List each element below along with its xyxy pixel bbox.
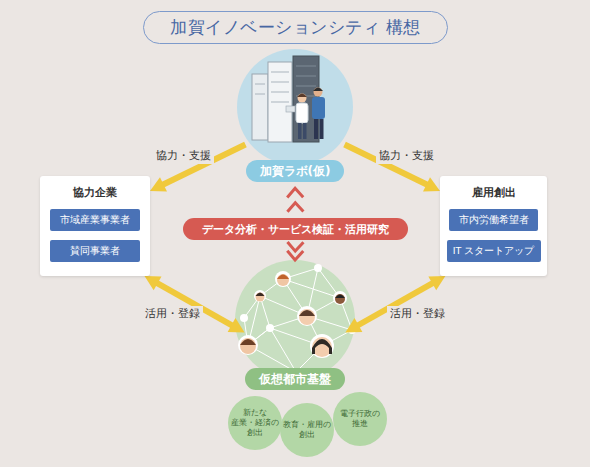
btn-text: 市内労働希望者 [459, 214, 529, 227]
arrow-connector [145, 276, 245, 332]
lab-node: 加賀ラボ(仮) [236, 48, 354, 182]
band-text: データ分析・サービス検証・活用研究 [202, 222, 389, 237]
btn-text: IT スタートアップ [453, 245, 535, 258]
chevron [287, 242, 303, 251]
arrow-head [150, 177, 167, 191]
chevron-connector [287, 242, 303, 260]
title-box: 加賀イノベーションシティ 構想 [143, 11, 448, 44]
edge-label: 活用・登録 [142, 306, 203, 322]
title-text: 加賀イノベーションシティ 構想 [170, 16, 421, 39]
chevron-connector [287, 188, 303, 212]
network-circle [235, 260, 355, 380]
arrow-head [423, 177, 440, 191]
goal-circle: 電子行政の 推進 [333, 392, 387, 446]
arrow-head [428, 276, 445, 290]
chevron [287, 203, 303, 212]
bubble-text: 新たな 産業・経済の 創出 [230, 408, 280, 438]
network-lines [244, 268, 352, 372]
button-box: 市域産業事業者 [50, 209, 140, 231]
button-box: 賛同事業者 [50, 240, 140, 262]
arrow-head [228, 318, 245, 332]
arrow-connector [345, 276, 445, 332]
edge-label: 協力・支援 [376, 148, 437, 164]
panel-text: 雇用創出 [440, 185, 547, 200]
bubble-text: 電子行政の 推進 [335, 409, 385, 429]
panel-text: 協力企業 [40, 185, 150, 200]
lab-text: 加賀ラボ(仮) [246, 160, 345, 182]
edge-label: 協力・支援 [153, 148, 214, 164]
activity-band: データ分析・サービス検証・活用研究 [183, 218, 408, 240]
button-box: IT スタートアップ [447, 240, 541, 262]
lab-circle [237, 49, 353, 165]
arrow-connector [150, 144, 245, 191]
chevron [287, 251, 303, 260]
button-box: 市内労働希望者 [449, 209, 538, 231]
chevron [287, 188, 303, 197]
edge-label: 活用・登録 [387, 306, 448, 322]
goal-circle: 新たな 産業・経済の 創出 [228, 396, 282, 450]
arrow-head [145, 276, 162, 290]
arrow-connector [345, 144, 440, 191]
server-racks [252, 56, 319, 142]
btn-text: 市域産業事業者 [60, 214, 130, 227]
network-faces [238, 264, 356, 376]
net-text: 仮想都市基盤 [245, 368, 345, 390]
network-node: 仮想都市基盤 [232, 262, 358, 390]
bubble-text: 教育・雇用の 創出 [282, 420, 332, 440]
btn-text: 賛同事業者 [70, 245, 120, 258]
arrow-head [345, 318, 362, 332]
panel-box: 雇用創出市内労働希望者 IT スタートアップ [440, 176, 547, 276]
goal-circle: 教育・雇用の 創出 [280, 403, 334, 457]
panel-box: 協力企業市域産業事業者賛同事業者 [40, 176, 150, 276]
people [286, 88, 325, 140]
